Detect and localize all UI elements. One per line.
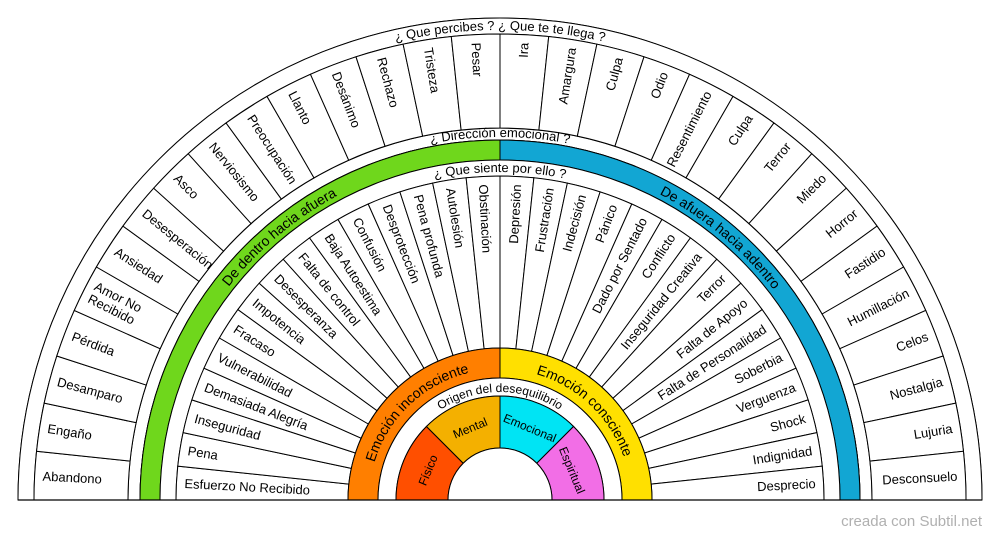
outer-label: Lujuria [913,421,955,442]
outer-label: Ira [516,41,532,58]
outer-label-text: Tristeza [421,46,443,94]
outer-label-text: Ira [516,41,532,58]
outer-label: Abandono [42,469,102,487]
outer-label-text: Abandono [42,469,102,487]
outer-label-text: Desconsuelo [882,469,958,488]
inner-label-text: Desprecio [757,476,816,494]
inner-label-text: Esfuerzo No Recibido [184,476,310,498]
outer-label-text: Pesar [468,42,485,77]
direction-title: ¿ Dirección emocional ? [428,125,571,147]
direction-title-path: ¿ Dirección emocional ? [428,125,571,147]
outer-label: Pesar [468,42,485,77]
outer-label-text: Lujuria [913,421,955,442]
outer-label-text: Engaño [46,421,93,443]
inner-label-text: Pena [187,443,220,463]
outer-label: Engaño [46,421,93,443]
feeling-title-path: ¿ Que siente por ello ? [432,160,567,182]
inner-label: Pena [187,443,220,463]
outer-label: Desconsuelo [882,469,958,488]
inner-label-text: Obstinación [476,184,495,253]
inner-label: Obstinación [476,184,495,253]
credit-text: creada con Subtil.net [841,513,982,530]
outer-label: Tristeza [421,46,443,94]
feeling-title: ¿ Que siente por ello ? [432,160,567,182]
inner-label: Esfuerzo No Recibido [184,476,310,498]
inner-label: Depresión [506,184,524,244]
inner-label-text: Depresión [506,184,524,244]
inner-label: Desprecio [757,476,816,494]
inner-ring: Esfuerzo No RecibidoPenaInseguridadDemas… [159,159,841,501]
